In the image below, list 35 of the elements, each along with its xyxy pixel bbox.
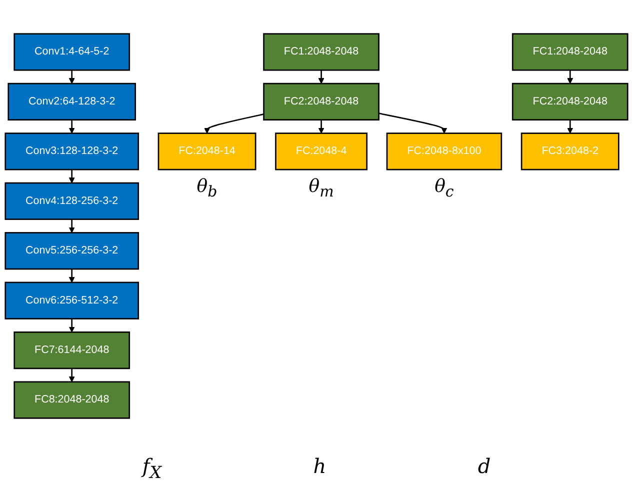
node-box: Conv4:128-256-3-2 — [4, 182, 139, 220]
math-label: d — [478, 454, 491, 480]
node-box: Conv5:256-256-3-2 — [4, 232, 139, 270]
node-box: FC3:2048-2 — [520, 132, 620, 170]
arrow — [68, 219, 75, 233]
arrow — [68, 368, 75, 382]
arrow — [68, 120, 75, 134]
math-label: f$_{X}$ — [142, 454, 162, 482]
node-box: FC1:2048-2048 — [263, 33, 380, 71]
arrow — [318, 70, 324, 84]
arrow — [68, 170, 75, 184]
math-label: θ$_{c}$ — [434, 176, 454, 200]
arrow — [68, 70, 75, 84]
node-box: FC:2048-4 — [275, 132, 368, 170]
math-label: h — [313, 454, 326, 480]
math-label: θ$_{m}$ — [308, 176, 334, 200]
arrow — [378, 112, 448, 134]
node-box: FC2:2048-2048 — [512, 82, 628, 121]
arrow — [204, 114, 264, 134]
node-box: Conv3:128-128-3-2 — [4, 132, 139, 170]
node-box: FC:2048-8x100 — [386, 132, 502, 170]
node-box: FC7:6144-2048 — [14, 331, 130, 370]
arrow — [318, 120, 324, 134]
arrow — [567, 120, 574, 134]
node-box: FC:2048-14 — [158, 132, 256, 170]
node-box: Conv2:64-128-3-2 — [8, 82, 136, 121]
arrow — [68, 318, 75, 332]
math-label: θ$_{b}$ — [196, 176, 218, 200]
node-box: FC1:2048-2048 — [512, 33, 628, 71]
node-box: Conv1:4-64-5-2 — [14, 33, 130, 71]
node-box: Conv6:256-512-3-2 — [4, 282, 139, 320]
node-box: FC8:2048-2048 — [14, 381, 130, 419]
arrow — [68, 269, 75, 283]
arrow — [567, 70, 574, 84]
node-box: FC2:2048-2048 — [263, 82, 380, 121]
